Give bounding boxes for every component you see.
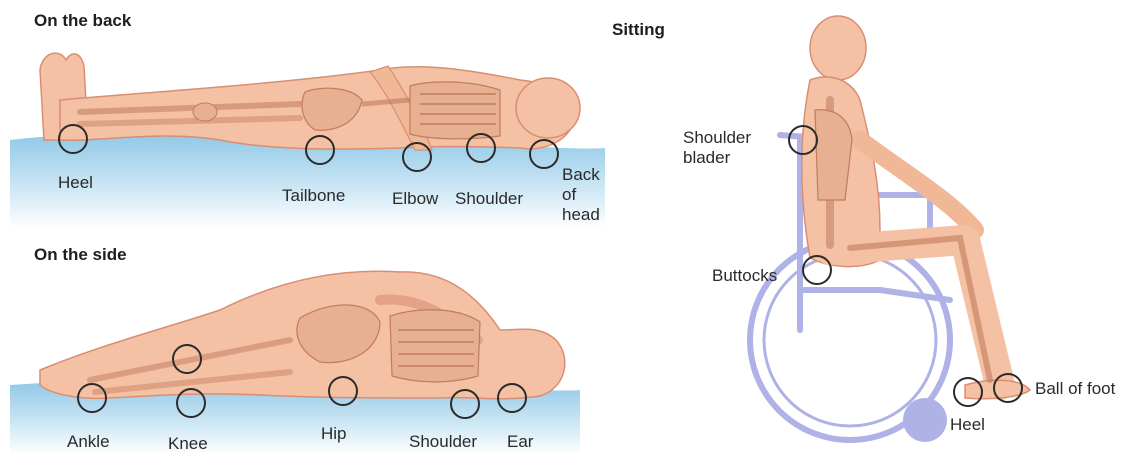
label-sitting-ball-of-foot: Ball of foot (1035, 380, 1115, 398)
label-side-knee: Knee (168, 435, 208, 453)
label-back-heel: Heel (58, 174, 93, 192)
label-back-of-head: Back of head (562, 165, 600, 225)
label-sitting-heel: Heel (950, 416, 985, 434)
label-side-ankle: Ankle (67, 433, 110, 451)
sitting-scene (750, 16, 1030, 442)
label-sitting-shoulder-blade: Shoulder blader (683, 128, 751, 168)
label-back-elbow: Elbow (392, 190, 438, 208)
label-back-shoulder: Shoulder (455, 190, 523, 208)
back-body (40, 53, 580, 150)
heading-sitting: Sitting (612, 20, 665, 40)
side-body (40, 271, 565, 398)
sitting-body (802, 16, 1030, 399)
heading-on-the-side: On the side (34, 245, 127, 265)
label-side-shoulder: Shoulder (409, 433, 477, 451)
label-sitting-buttocks: Buttocks (712, 267, 777, 285)
label-side-hip: Hip (321, 425, 347, 443)
label-side-ear: Ear (507, 433, 533, 451)
side-scene (10, 271, 580, 455)
label-back-tailbone: Tailbone (282, 187, 345, 205)
heading-on-the-back: On the back (34, 11, 131, 31)
